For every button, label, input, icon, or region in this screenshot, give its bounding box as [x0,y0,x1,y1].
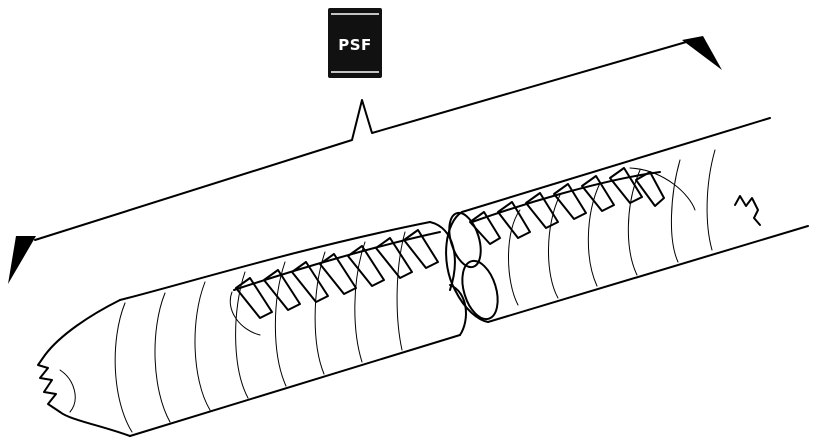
pipe-right-segment [445,117,809,323]
psf-label: PSF [338,36,372,54]
bracket-left-arrow-icon [8,236,36,284]
extent-bracket [8,36,722,284]
psf-badge-icon: PSF [328,8,382,78]
bracket-right-arrow-icon [682,36,722,70]
pipe-left-segment [37,221,467,437]
